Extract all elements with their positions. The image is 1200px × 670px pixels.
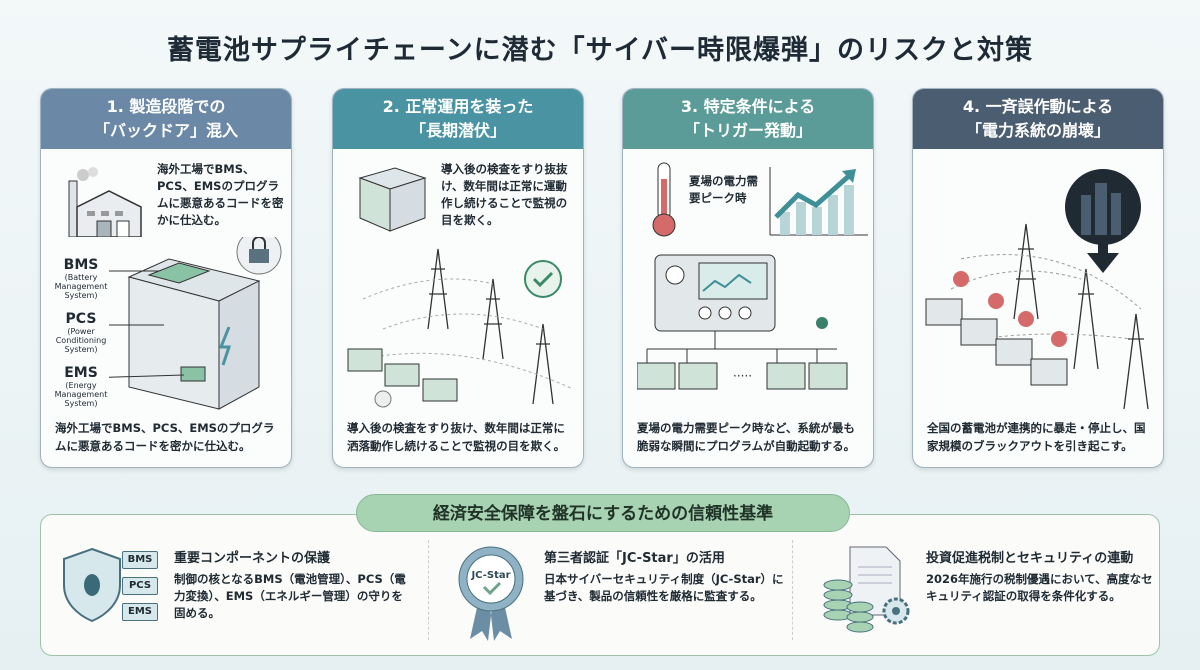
card-title: 4. 一斉誤作動による [962,97,1114,116]
battery-icon [358,167,427,232]
grid-collapse-illustration [925,223,1149,410]
control-panel-illustration: ····· [637,254,848,390]
card-bottom-text: 夏場の電力需要ピーク時など、系統が最も脆弱な瞬間にプログラムが自動起動する。 [637,421,856,453]
component-label-ems: EMS(Energy Management System) [54,365,108,408]
thermometer-icon [652,162,676,237]
card-subtitle: 「長期潜伏」 [409,121,506,140]
card-top-text: 海外工場でBMS、PCS、EMSのプログラムに悪意あるコードを密かに仕込む。 [157,162,284,227]
card-bottom-text: 導入後の検査をすり抜け、数年間は正常に洒落動作し続けることで監視の目を欺く。 [347,421,566,453]
card-header: 1. 製造段階での 「バックドア」混入 [41,89,291,149]
measure-title: 第三者認証「JC-Star」の活用 [544,551,725,566]
divider [792,540,793,640]
divider [428,540,429,640]
coins-document-gear-icon [823,546,910,633]
measure-body: 2026年施行の税制優遇において、高度なセキュリティ認証の取得を条件化する。 [926,572,1153,603]
measure-body: 制御の核となるBMS（電池管理）、PCS（電力変換）、EMS（エネルギー管理）の… [174,572,406,620]
card-subtitle: 「トリガー発動」 [683,121,812,140]
jc-star-badge-text: JC-Star [471,570,511,581]
city-down-arrow-icon [1065,169,1141,273]
measure-title: 重要コンポーネントの保護 [174,551,331,566]
card-header: 4. 一斉誤作動による 「電力系統の崩壊」 [913,89,1163,149]
component-label-pcs: PCS(Power Conditioning System) [55,311,107,354]
page-title: 蓄電池サプライチェーンに潜む「サイバー時限爆弾」のリスクと対策 [166,35,1034,66]
card-bottom-text: 海外工場でBMS、PCS、EMSのプログラムに悪意あるコードを密かに仕込む。 [55,421,275,453]
component-label-bms: BMS(Battery Management System) [54,257,108,300]
factory-icon [68,167,142,237]
risk-card-collapse: 4. 一斉誤作動による 「電力系統の崩壊」 全国の蓄電池が連携的に暴走・停止し、… [912,88,1164,468]
risk-card-latency: 2. 正常運用を装った 「長期潜伏」 導入後の検査をすり抜抜け、数年間は正常に運… [332,88,584,468]
power-grid-illustration [347,248,574,408]
card-title: 1. 製造段階での [106,97,226,116]
measure-body: 日本サイバーセキュリティ制度（JC-Star）に基づき、製品の信頼性を厳格に監査… [544,572,784,603]
card-subtitle: 「バックドア」混入 [93,121,238,140]
risk-card-trigger: 3. 特定条件による 「トリガー発動」 夏場の電力需要ピーク時 ····· 夏場… [622,88,874,468]
certification-badge-icon [458,546,524,641]
rising-chart-icon [769,167,868,236]
risk-card-backdoor: 1. 製造段階での 「バックドア」混入 海外工場でBMS、PCS、EMSのプログ… [40,88,292,468]
card-header: 3. 特定条件による 「トリガー発動」 [623,89,873,149]
card-top-text: 夏場の電力需要ピーク時 [689,174,758,205]
measure-component-protection: BMS PCS EMS 重要コンポーネントの保護 制御の核となるBMS（電池管理… [60,515,420,640]
card-top-text: 導入後の検査をすり抜抜け、数年間は正常に運動作し続けることで監視の目を欺く。 [441,162,568,227]
measures-panel [40,514,1160,656]
warning-icon [953,271,1067,347]
tag-pcs: PCS [122,577,158,595]
card-title: 3. 特定条件による [680,97,816,116]
svg-text:·····: ····· [733,369,752,383]
battery-cabinet-icon [109,237,282,410]
card-title: 2. 正常運用を装った [382,97,534,116]
measure-title: 投資促進税制とセキュリティの連動 [926,551,1134,566]
tag-bms: BMS [122,551,158,569]
measure-tax-incentive: 投資促進税制とセキュリティの連動 2026年施行の税制優遇において、高度なセキュ… [820,515,1160,640]
card-header: 2. 正常運用を装った 「長期潜伏」 [333,89,583,149]
measures-heading: 経済安全保障を盤石にするための信頼性基準 [356,494,850,532]
measure-jc-star: JC-Star 第三者認証「JC-Star」の活用 日本サイバーセキュリティ制度… [456,515,796,641]
card-bottom-text: 全国の蓄電池が連携的に暴走・停止し、国家規模のブラックアウトを引き起こす。 [927,421,1146,453]
card-subtitle: 「電力系統の崩壊」 [965,121,1110,140]
shield-bug-icon [63,547,121,623]
tag-ems: EMS [122,603,158,621]
